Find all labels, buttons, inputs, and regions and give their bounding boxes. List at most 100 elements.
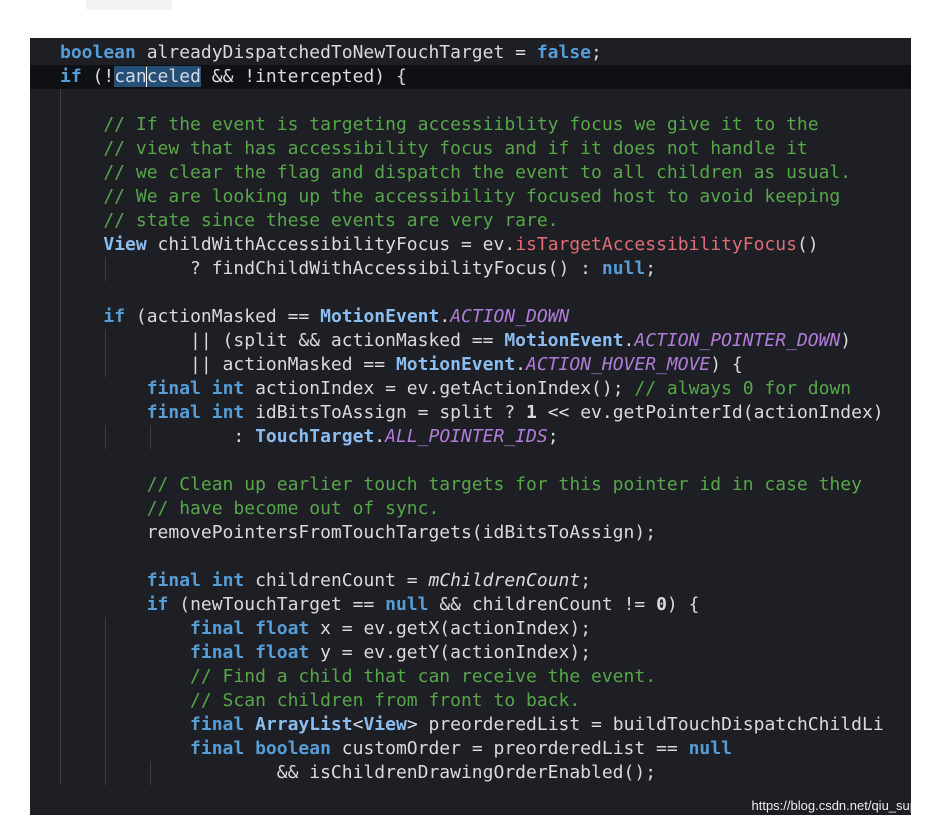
code-line[interactable]: // Scan children from front to back. [30, 689, 911, 713]
code-token: (! [81, 66, 115, 87]
code-token: final [190, 642, 245, 663]
indent-guide [105, 761, 106, 785]
code-text: boolean alreadyDispatchedToNewTouchTarge… [60, 41, 602, 65]
code-token: MotionEvent [504, 330, 624, 351]
code-line[interactable]: final float x = ev.getX(actionIndex); [30, 617, 911, 641]
code-token: TouchTarget [255, 426, 375, 447]
code-text: final float x = ev.getX(actionIndex); [60, 617, 591, 641]
code-token: ArrayList [255, 714, 353, 735]
code-token: isTargetAccessibilityFocus [515, 234, 797, 255]
code-text: View childWithAccessibilityFocus = ev.is… [60, 233, 818, 257]
code-token: && isChildrenDrawingOrderEnabled(); [60, 762, 657, 783]
code-line[interactable]: removePointersFromTouchTargets(idBitsToA… [30, 521, 911, 545]
indent-guide [60, 401, 61, 425]
code-token [60, 402, 147, 423]
indent-guide [60, 569, 61, 593]
code-line[interactable]: View childWithAccessibilityFocus = ev.is… [30, 233, 911, 257]
code-token: final [190, 738, 245, 759]
code-line[interactable]: // view that has accessibility focus and… [30, 137, 911, 161]
code-line[interactable] [30, 281, 911, 305]
indent-guide [105, 353, 106, 377]
indent-guide [60, 713, 61, 737]
code-token: MotionEvent [320, 306, 440, 327]
code-line[interactable]: // state since these events are very rar… [30, 209, 911, 233]
code-token [60, 234, 103, 255]
code-token: ACTION_POINTER_DOWN [634, 330, 841, 351]
code-text: final float y = ev.getY(actionIndex); [60, 641, 591, 665]
code-line[interactable]: && isChildrenDrawingOrderEnabled(); [30, 761, 911, 785]
code-token: < [352, 714, 364, 735]
code-token: > preorderedList = buildTouchDispatchChi… [406, 714, 884, 735]
code-line[interactable]: // Clean up earlier touch targets for th… [30, 473, 911, 497]
indent-guide [60, 521, 61, 545]
code-token: && childrenCount != [428, 594, 657, 615]
code-text: if (!canceled && !intercepted) { [60, 65, 407, 89]
code-token: removePointersFromTouchTargets(idBitsToA… [60, 522, 657, 543]
code-line[interactable]: final int actionIndex = ev.getActionInde… [30, 377, 911, 401]
code-line[interactable]: if (actionMasked == MotionEvent.ACTION_D… [30, 305, 911, 329]
code-text: && isChildrenDrawingOrderEnabled(); [60, 761, 656, 785]
code-line[interactable] [30, 449, 911, 473]
indent-guide [60, 257, 61, 281]
code-token: ; [591, 42, 602, 63]
code-line[interactable]: final float y = ev.getY(actionIndex); [30, 641, 911, 665]
code-token: . [374, 426, 386, 447]
indent-guide [60, 305, 61, 329]
indent-guide [105, 689, 106, 713]
code-token: ? findChildWithAccessibilityFocus() : [60, 258, 602, 279]
code-token: // If the event is targeting accessiibli… [60, 114, 819, 135]
indent-guide [60, 425, 61, 449]
indent-guide [60, 593, 61, 617]
indent-guide [150, 761, 151, 785]
code-token: (newTouchTarget == [168, 594, 386, 615]
code-text: removePointersFromTouchTargets(idBitsToA… [60, 521, 656, 545]
code-line[interactable] [30, 89, 911, 113]
code-token: ) { [666, 594, 700, 615]
code-line[interactable]: boolean alreadyDispatchedToNewTouchTarge… [30, 41, 911, 65]
code-text: // We are looking up the accessibility f… [60, 185, 840, 209]
code-line[interactable]: // We are looking up the accessibility f… [30, 185, 911, 209]
code-token: View [363, 714, 407, 735]
code-token [244, 642, 255, 663]
code-text: // If the event is targeting accessiibli… [60, 113, 819, 137]
code-line[interactable]: || (split && actionMasked == MotionEvent… [30, 329, 911, 353]
code-token [201, 378, 212, 399]
code-line[interactable]: // Find a child that can receive the eve… [30, 665, 911, 689]
code-token: final [146, 378, 201, 399]
code-line[interactable]: if (newTouchTarget == null && childrenCo… [30, 593, 911, 617]
code-text: // Scan children from front to back. [60, 689, 580, 713]
code-token: ACTION_HOVER_MOVE [526, 354, 711, 375]
code-editor[interactable]: boolean alreadyDispatchedToNewTouchTarge… [30, 38, 911, 815]
top-tab-stub [86, 0, 172, 10]
code-token [244, 714, 255, 735]
code-line[interactable]: final ArrayList<View> preorderedList = b… [30, 713, 911, 737]
code-token: // Find a child that can receive the eve… [60, 666, 657, 687]
code-line[interactable]: || actionMasked == MotionEvent.ACTION_HO… [30, 353, 911, 377]
code-token: y = ev.getY(actionIndex); [309, 642, 592, 663]
code-token: // Clean up earlier touch targets for th… [60, 474, 862, 495]
code-line[interactable]: // If the event is targeting accessiibli… [30, 113, 911, 137]
code-line[interactable]: final int idBitsToAssign = split ? 1 << … [30, 401, 911, 425]
code-token: mChildrenCount [428, 570, 581, 591]
indent-guide [150, 425, 151, 449]
code-token: // Scan children from front to back. [60, 690, 581, 711]
code-token [60, 306, 103, 327]
code-text: : TouchTarget.ALL_POINTER_IDS; [60, 425, 558, 449]
code-line[interactable]: // we clear the flag and dispatch the ev… [30, 161, 911, 185]
code-line[interactable]: if (!canceled && !intercepted) { [30, 65, 911, 89]
code-line[interactable] [30, 545, 911, 569]
code-line[interactable]: final int childrenCount = mChildrenCount… [30, 569, 911, 593]
indent-guide [105, 617, 106, 641]
code-token: << ev.getPointerId(actionIndex) [536, 402, 884, 423]
indent-guide [60, 737, 61, 761]
code-token [60, 594, 147, 615]
code-line[interactable]: final boolean customOrder = preorderedLi… [30, 737, 911, 761]
code-token: ) [840, 330, 852, 351]
code-token: int [211, 402, 245, 423]
code-token: . [515, 354, 527, 375]
indent-guide [60, 545, 61, 569]
indent-guide [60, 209, 61, 233]
code-line[interactable]: : TouchTarget.ALL_POINTER_IDS; [30, 425, 911, 449]
code-line[interactable]: ? findChildWithAccessibilityFocus() : nu… [30, 257, 911, 281]
code-line[interactable]: // have become out of sync. [30, 497, 911, 521]
